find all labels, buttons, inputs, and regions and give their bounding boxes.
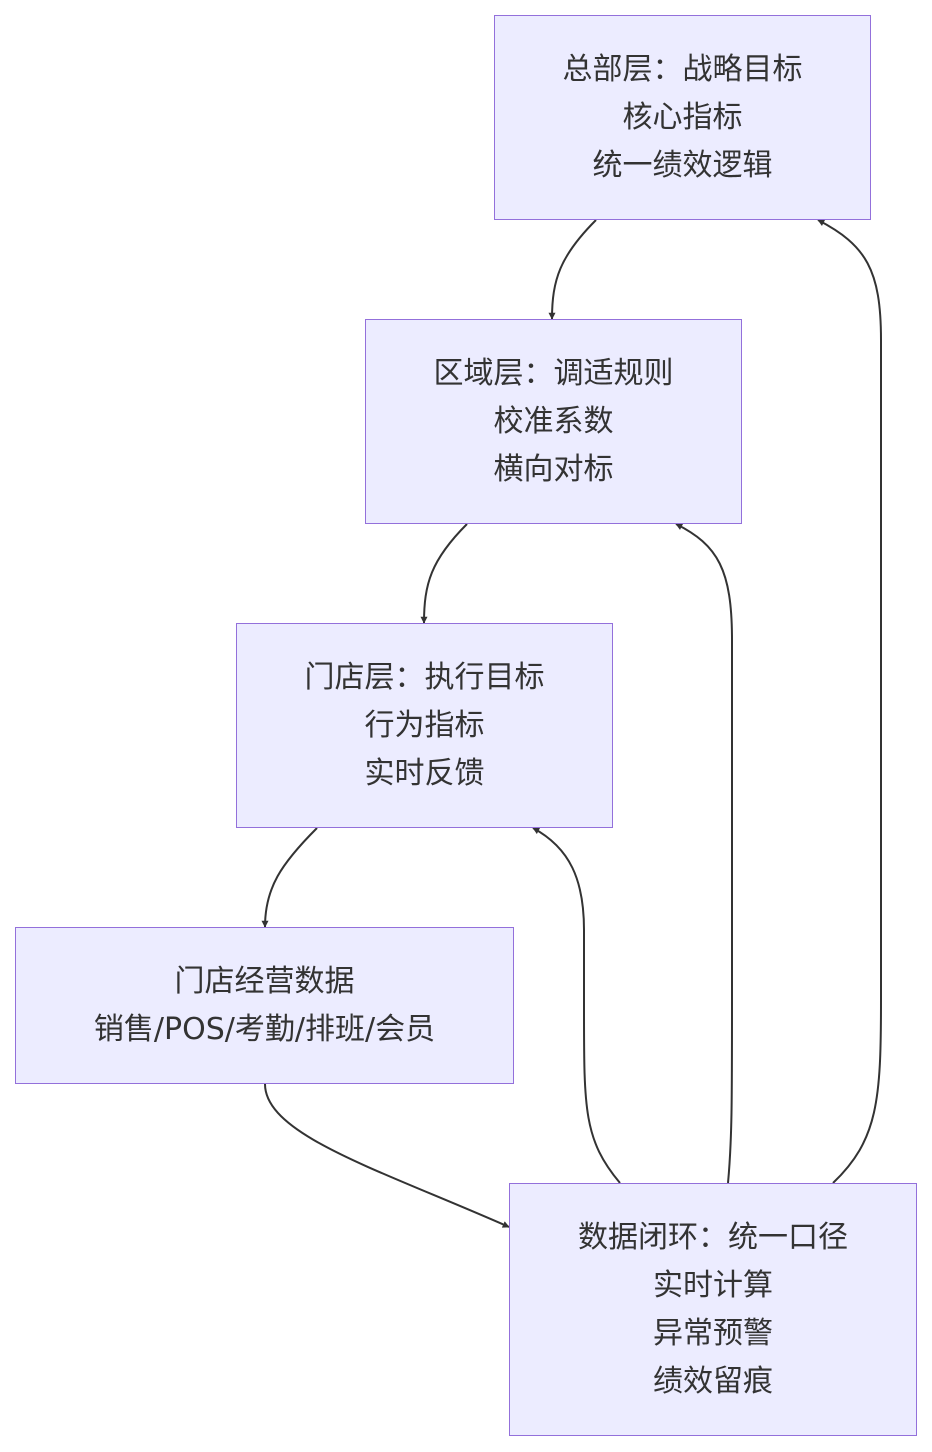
edge-data-to-loop [264,1083,510,1228]
edge-hq-to-region [548,219,597,320]
node-headquarters-line-3: 统一绩效逻辑 [592,147,773,183]
node-region-line-2: 校准系数 [493,403,614,439]
edge-store-to-data [261,827,318,928]
node-data-loop-line-4: 绩效留痕 [653,1363,773,1399]
node-store-layer: 门店层：执行目标 行为指标 实时反馈 [236,623,613,828]
edge-layer [261,219,882,1228]
edge-loop-to-region [675,523,733,1184]
node-data-loop-line-2: 实时计算 [653,1267,773,1303]
node-store-operating-data: 门店经营数据 销售/POS/考勤/排班/会员 [15,927,514,1084]
node-headquarters-line-2: 核心指标 [622,99,743,135]
node-store-line-3: 实时反馈 [364,755,485,791]
node-data-loop: 数据闭环：统一口径 实时计算 异常预警 绩效留痕 [509,1183,917,1436]
node-headquarters-layer: 总部层：战略目标 核心指标 统一绩效逻辑 [494,15,871,220]
node-data-loop-line-3: 异常预警 [653,1315,773,1351]
node-store-data-line-1: 门店经营数据 [174,963,355,999]
node-region-layer: 区域层：调适规则 校准系数 横向对标 [365,319,742,524]
node-headquarters-line-1: 总部层：战略目标 [562,51,803,87]
node-store-data-line-2: 销售/POS/考勤/排班/会员 [93,1011,436,1047]
node-region-line-3: 横向对标 [493,451,614,487]
edge-region-to-store [420,523,468,624]
node-data-loop-line-1: 数据闭环：统一口径 [578,1219,848,1255]
node-store-line-2: 行为指标 [364,707,485,743]
edge-loop-to-hq [817,219,882,1184]
node-store-line-1: 门店层：执行目标 [304,659,545,695]
edge-loop-to-store [532,827,621,1184]
node-region-line-1: 区域层：调适规则 [433,355,674,391]
